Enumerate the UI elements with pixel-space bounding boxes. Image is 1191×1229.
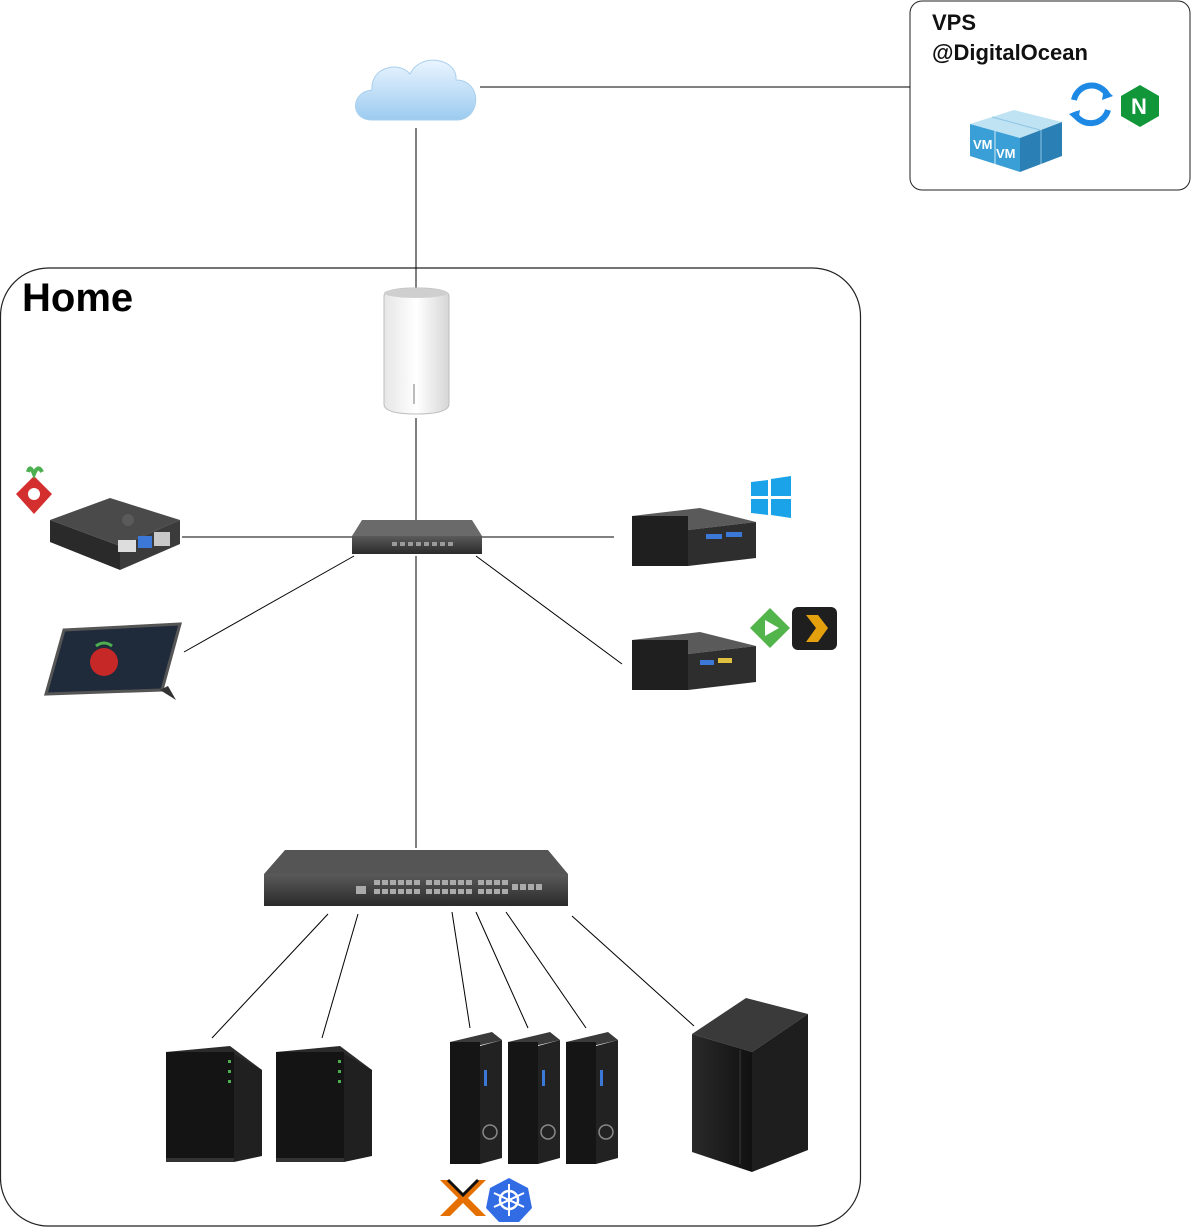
sync-icon [1069,82,1113,127]
vm-label-2: VM [996,146,1016,161]
switch-icon [352,520,482,554]
tablet-icon [44,622,182,700]
nas-icon [276,1046,372,1162]
dell-micro-pc-icon [508,1032,560,1164]
proxmox-icon [440,1178,486,1216]
cloud-icon [355,59,477,121]
link-switch-nuc2 [475,555,623,665]
home-label: Home [22,276,134,320]
vm-label-1: VM [973,137,993,152]
dell-micro-pc-icon [566,1032,618,1164]
tower-pc-icon [692,998,808,1172]
link-bigswitch-dell3 [505,911,587,1029]
router-icon [383,287,450,415]
windows-icon [751,476,791,518]
emby-icon [750,608,790,648]
vps-label-line2: @DigitalOcean [932,40,1088,65]
link-bigswitch-tower [571,915,695,1027]
nginx-letter: N [1131,94,1147,119]
mini-pc-icon [632,632,756,690]
link-bigswitch-dell2 [475,911,529,1029]
home-container [0,267,862,1227]
mini-pc-icon [632,508,756,566]
dell-micro-pc-icon [450,1032,502,1164]
plex-icon [792,607,837,650]
link-bigswitch-nas2 [321,913,359,1039]
kubernetes-icon [486,1178,532,1222]
connections [182,86,910,1039]
raspberry-pi-icon [50,498,180,570]
vm-cube-icon: VM VM [970,110,1062,172]
nginx-icon: N [1121,85,1159,127]
nas-icon [166,1046,262,1162]
vps-label-line1: VPS [932,10,977,35]
link-bigswitch-dell1 [451,911,471,1029]
pihole-icon [16,466,52,514]
vps-label: VPS @DigitalOcean [932,8,1088,68]
link-switch-tablet [183,555,355,653]
link-bigswitch-nas1 [211,913,329,1039]
rack-switch-icon [264,850,568,906]
